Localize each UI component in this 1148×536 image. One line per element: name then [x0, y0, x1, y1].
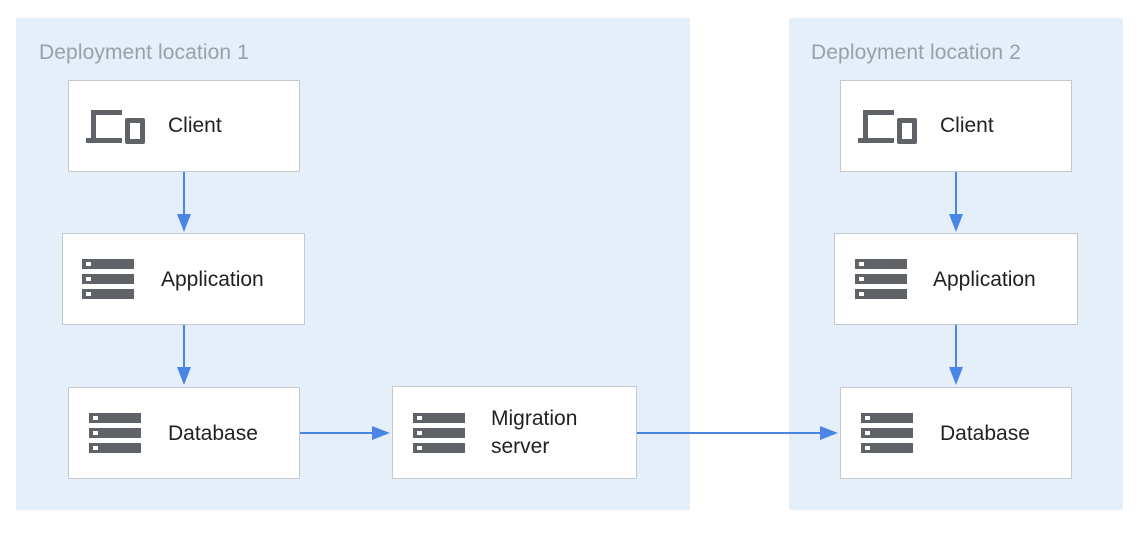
server-icon — [855, 259, 909, 306]
client-node-2: Client — [840, 80, 1072, 172]
migration-server-label-line2: server — [491, 435, 550, 458]
database-node-1: Database — [68, 387, 300, 479]
deployment-location-1-label: Deployment location 1 — [39, 41, 249, 64]
server-icon — [413, 413, 467, 460]
application-node-1: Application — [62, 233, 305, 325]
arrowhead-right-icon — [372, 426, 390, 440]
server-icon — [82, 259, 136, 306]
database-node-2: Database — [840, 387, 1072, 479]
application-node-2: Application — [834, 233, 1078, 325]
application-label: Application — [161, 268, 264, 291]
client-label: Client — [940, 114, 994, 137]
arrowhead-down-icon — [177, 214, 191, 232]
arrowhead-down-icon — [177, 367, 191, 385]
database-label: Database — [940, 422, 1030, 445]
client-node-1: Client — [68, 80, 300, 172]
devices-icon — [858, 106, 920, 153]
client-label: Client — [168, 114, 222, 137]
deployment-location-2-label: Deployment location 2 — [811, 41, 1021, 64]
arrowhead-down-icon — [949, 367, 963, 385]
database-label: Database — [168, 422, 258, 445]
migration-server-node: Migration server — [392, 386, 637, 479]
application-label: Application — [933, 268, 1036, 291]
arrowhead-right-icon — [820, 426, 838, 440]
devices-icon — [86, 106, 148, 153]
migration-server-label-line1: Migration — [491, 407, 578, 430]
server-icon — [861, 413, 915, 460]
server-icon — [89, 413, 143, 460]
arrowhead-down-icon — [949, 214, 963, 232]
